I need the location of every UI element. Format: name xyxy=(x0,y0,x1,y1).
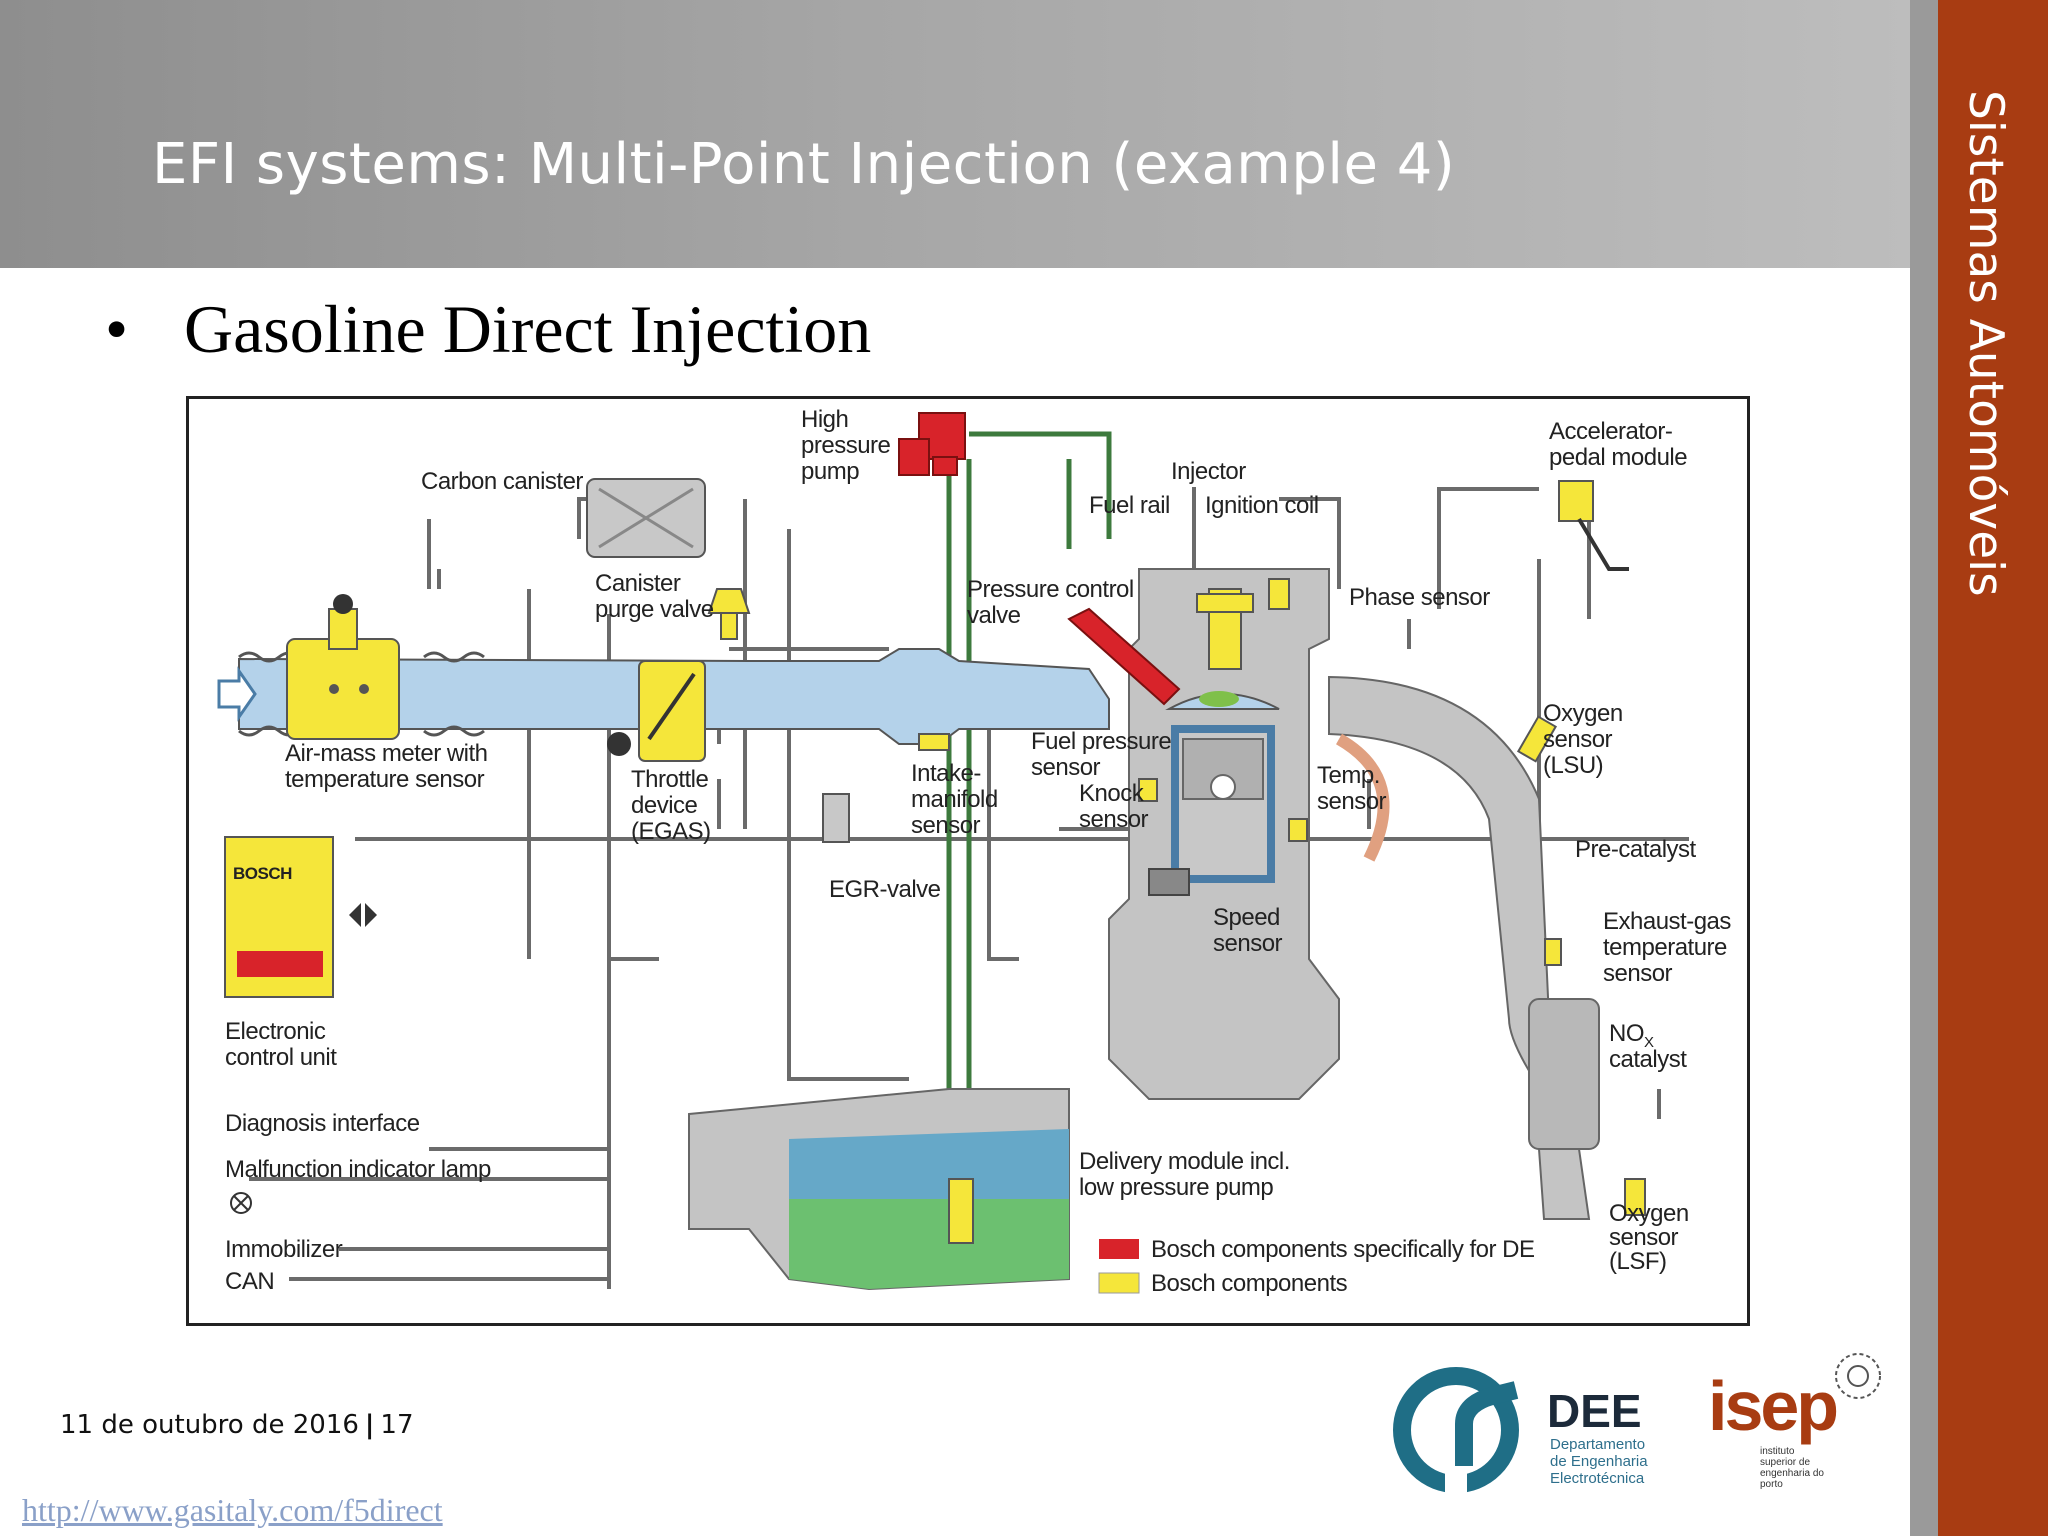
label-egr-valve: EGR-valve xyxy=(829,876,941,903)
fuel-lines xyxy=(946,431,1112,1199)
egr-valve xyxy=(822,793,850,843)
sidebar-band xyxy=(1938,0,2048,1536)
diagram-labels: High pressure pump Carbon canister Injec… xyxy=(225,406,1737,1295)
bullet-text: Gasoline Direct Injection xyxy=(184,291,872,367)
accelerator-pedal xyxy=(1558,480,1629,571)
dee-logo-title: DEE xyxy=(1547,1385,1642,1437)
label-exhaust-gas-temp: Exhaust-gas temperature sensor xyxy=(1603,908,1737,987)
dee-logo-subtitle: Departamento de Engenharia Electrotécnic… xyxy=(1550,1436,1648,1487)
label-ignition-coil: Ignition coil xyxy=(1205,492,1319,519)
label-accelerator-pedal: Accelerator- pedal module xyxy=(1549,418,1687,471)
label-malfunction-lamp: Malfunction indicator lamp xyxy=(225,1156,491,1183)
label-injector: Injector xyxy=(1171,458,1246,485)
logo-area: DEE Departamento de Engenharia Electroté… xyxy=(1392,1346,1902,1516)
label-knock-sensor: Knock sensor xyxy=(1079,780,1149,833)
slide-title: EFI systems: Multi-Point Injection (exam… xyxy=(152,132,1456,197)
knock-sensor xyxy=(1138,778,1158,802)
label-delivery-module: Delivery module incl. low pressure pump xyxy=(1079,1148,1296,1201)
throttle-device xyxy=(607,660,706,762)
label-speed-sensor: Speed sensor xyxy=(1213,904,1286,957)
label-oxygen-sensor-lsu: Oxygen sensor (LSU) xyxy=(1543,700,1629,779)
slide-header: EFI systems: Multi-Point Injection (exam… xyxy=(0,0,1910,268)
gdi-diagram: BOSCH High pressure pump Carbon canister… xyxy=(186,396,1750,1326)
label-air-mass-meter: Air-mass meter with temperature sensor xyxy=(285,740,494,793)
isep-emblem-icon xyxy=(1835,1353,1881,1399)
label-nox-catalyst: NOX catalyst xyxy=(1609,1020,1687,1073)
intake-manifold-sensor xyxy=(918,733,950,751)
footer-separator: | xyxy=(364,1410,375,1440)
page-number: 17 xyxy=(380,1410,414,1440)
air-mass-meter xyxy=(286,594,400,740)
carbon-canister xyxy=(586,478,706,558)
gdi-diagram-svg: BOSCH High pressure pump Carbon canister… xyxy=(217,406,1737,1297)
source-link[interactable]: http://www.gasitaly.com/f5direct xyxy=(22,1492,443,1528)
dee-logo-icon xyxy=(1393,1367,1519,1496)
exhaust-pipe xyxy=(1328,675,1591,1220)
label-fuel-pressure-sensor: Fuel pressure sensor xyxy=(1031,728,1177,781)
high-pressure-pump xyxy=(898,412,966,476)
phase-sensor xyxy=(1268,578,1290,610)
fuel-tank xyxy=(688,1088,1070,1291)
label-ecu: Electronic control unit xyxy=(225,1018,337,1071)
label-fuel-rail: Fuel rail xyxy=(1089,492,1170,519)
canister-purge-valve xyxy=(707,588,751,614)
sidebar-title-container: Sistemas Automóveis xyxy=(1938,90,2048,650)
footer-date-text: 11 de outubro de 2016 xyxy=(60,1410,359,1440)
label-immobilizer: Immobilizer xyxy=(225,1236,343,1263)
label-canister-purge-valve: Canister purge valve xyxy=(595,570,714,623)
label-pre-catalyst: Pre-catalyst xyxy=(1575,836,1697,863)
legend-swatch-de xyxy=(1099,1239,1139,1259)
label-can: CAN xyxy=(225,1268,274,1295)
exhaust-temp-sensor xyxy=(1544,938,1562,966)
isep-logo-title: isep xyxy=(1708,1367,1839,1445)
diagram-legend: Bosch components specifically for DE Bos… xyxy=(1098,1236,1535,1297)
oxygen-sensor-lsu xyxy=(1516,715,1558,763)
label-pressure-control-valve: Pressure control valve xyxy=(967,576,1140,629)
delivery-module-pump xyxy=(948,1178,974,1244)
bullet-marker: • xyxy=(105,293,129,366)
temp-sensor xyxy=(1288,818,1308,842)
legend-label-de: Bosch components specifically for DE xyxy=(1151,1236,1535,1263)
label-carbon-canister: Carbon canister xyxy=(421,468,583,495)
electronic-control-unit: BOSCH xyxy=(224,836,377,998)
airflow-arrow-icon xyxy=(217,666,257,722)
sidebar-divider xyxy=(1910,0,1938,1536)
label-high-pressure-pump: High pressure pump xyxy=(801,406,897,485)
injector xyxy=(1067,607,1181,706)
footer-date: 11 de outubro de 2016|17 xyxy=(60,1410,414,1440)
nox-catalyst xyxy=(1528,998,1600,1150)
label-oxygen-sensor-lsf: Oxygen sensor (LSF) xyxy=(1609,1200,1695,1275)
label-temp-sensor: Temp. sensor xyxy=(1317,762,1387,815)
legend-swatch-bosch xyxy=(1098,1272,1140,1294)
ecu-brand: BOSCH xyxy=(233,864,292,883)
speed-sensor xyxy=(1148,868,1190,896)
label-throttle-device: Throttle device (EGAS) xyxy=(631,766,715,845)
legend-label-bosch: Bosch components xyxy=(1151,1270,1348,1297)
sidebar-title: Sistemas Automóveis xyxy=(1958,90,2013,597)
isep-logo-subtitle: instituto superior de engenharia do port… xyxy=(1760,1446,1824,1490)
label-diagnosis-interface: Diagnosis interface xyxy=(225,1110,420,1137)
label-phase-sensor: Phase sensor xyxy=(1349,584,1490,611)
label-intake-manifold-sensor: Intake- manifold sensor xyxy=(911,760,1004,839)
oxygen-sensor-lsf xyxy=(1624,1178,1646,1216)
ignition-coil xyxy=(1196,588,1254,670)
